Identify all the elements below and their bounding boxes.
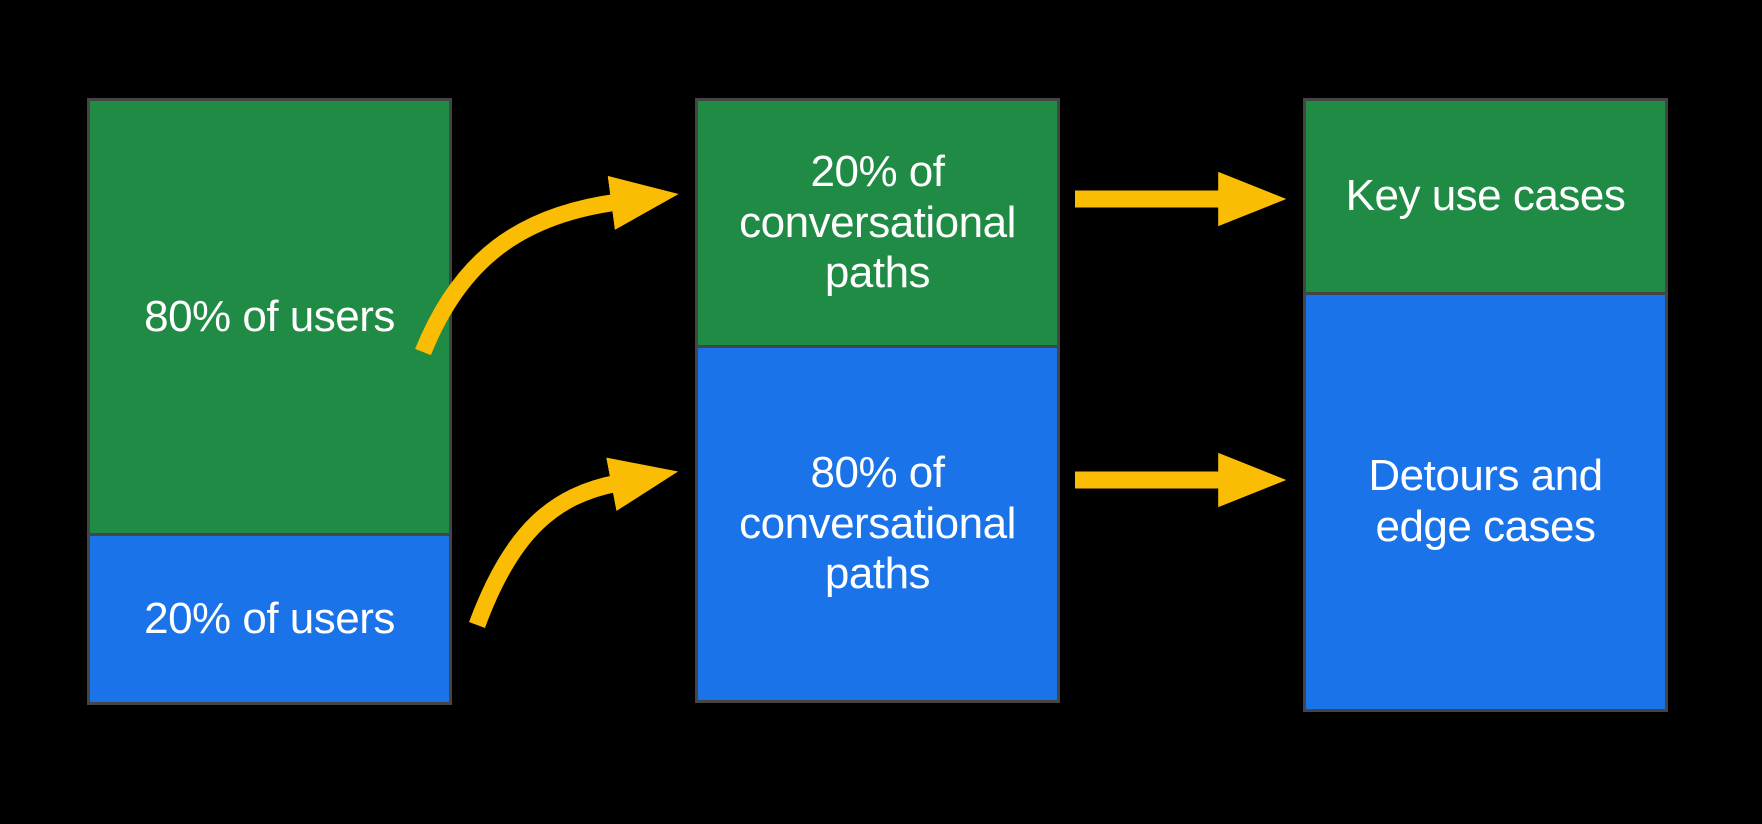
segment-users-20-label: 20% of users — [144, 593, 395, 643]
segment-users-80: 80% of users — [90, 101, 449, 534]
segment-detours-edge-cases-label: Detours and edge cases — [1368, 451, 1603, 551]
conversational-paths-column: 20% of conversational paths 80% of conve… — [695, 98, 1060, 703]
segment-paths-80-label: 80% of conversational paths — [739, 447, 1016, 599]
curved-arrow-users20-to-paths80-icon — [469, 457, 679, 628]
users-column: 80% of users 20% of users — [87, 98, 452, 705]
segment-users-80-label: 80% of users — [144, 291, 395, 341]
segment-key-use-cases-label: Key use cases — [1345, 171, 1626, 221]
outcomes-column: Key use cases Detours and edge cases — [1303, 98, 1668, 712]
segment-paths-80: 80% of conversational paths — [698, 344, 1057, 700]
segment-users-20: 20% of users — [90, 533, 449, 702]
segment-paths-20-label: 20% of conversational paths — [739, 146, 1016, 298]
segment-detours-edge-cases: Detours and edge cases — [1306, 291, 1665, 709]
segment-paths-20: 20% of conversational paths — [698, 101, 1057, 345]
segment-key-use-cases: Key use cases — [1306, 101, 1665, 292]
curved-arrow-users80-to-paths20-icon — [415, 175, 679, 356]
